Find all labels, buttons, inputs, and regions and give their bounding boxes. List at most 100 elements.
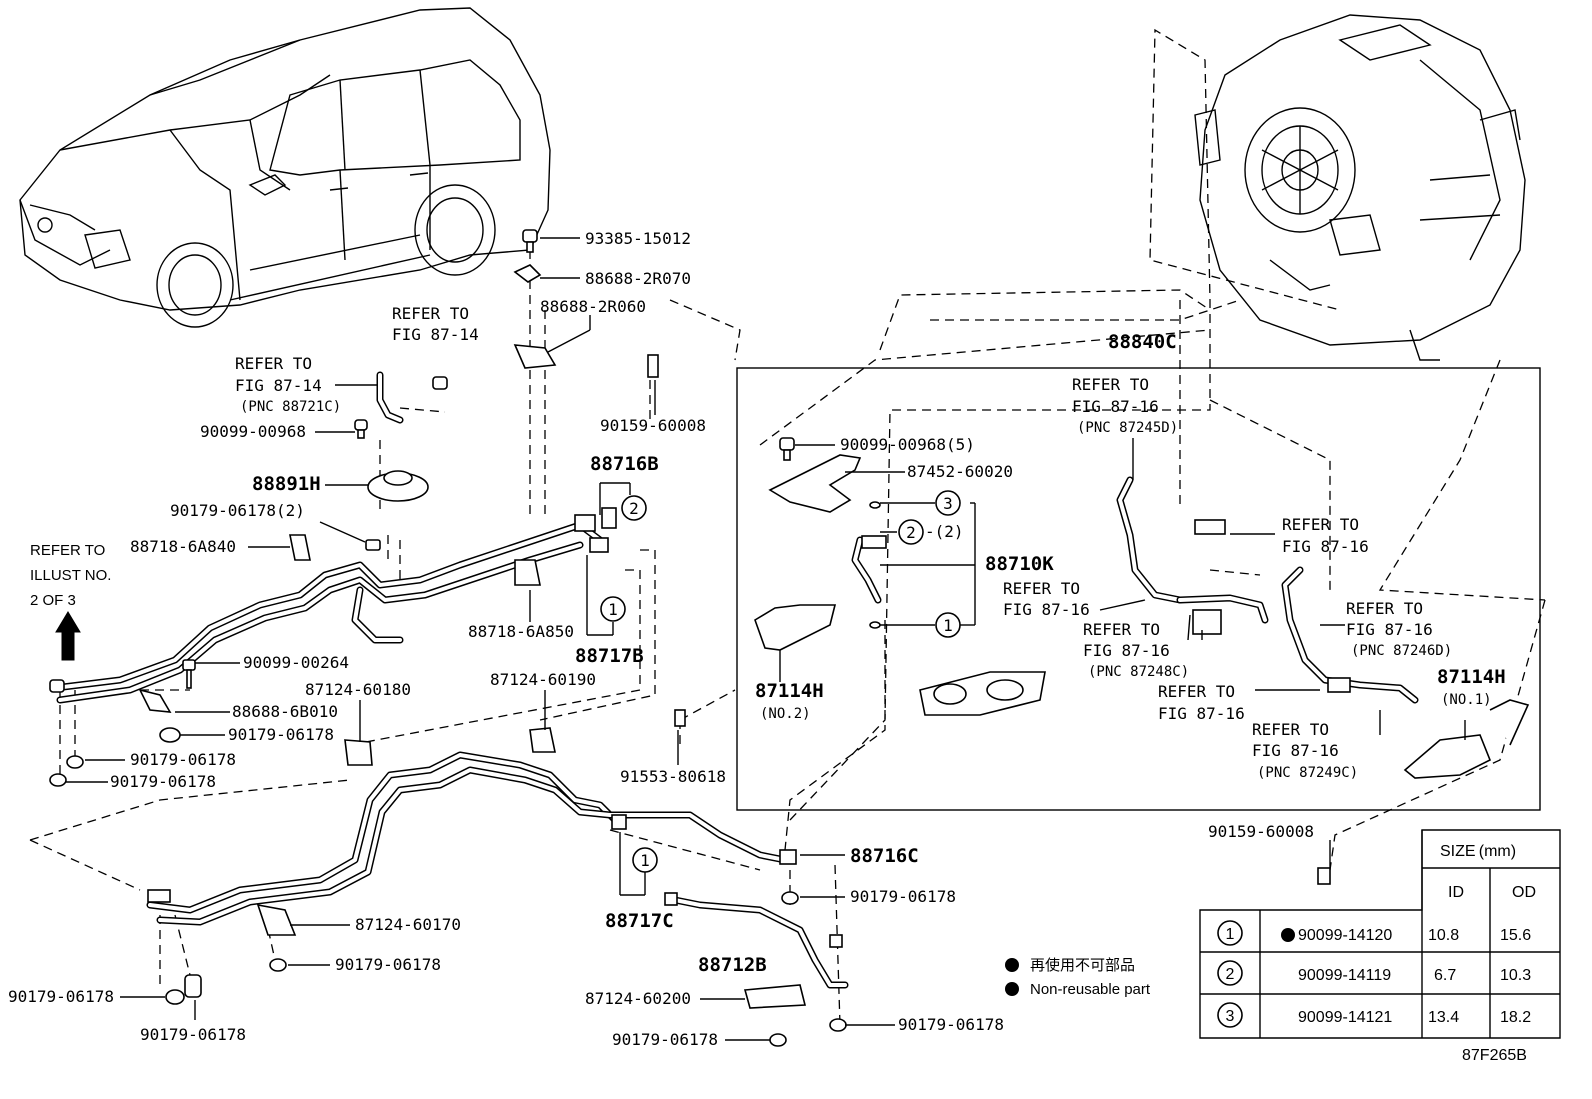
bullet-icon <box>1005 982 1019 996</box>
ref-fig-87-14-pnc[interactable]: REFER TO FIG 87-14 (PNC 88721C) <box>235 354 341 415</box>
up-arrow-icon <box>55 611 81 661</box>
label-88840c[interactable]: 88840C <box>1108 331 1177 353</box>
label-90179-06178-d[interactable]: 90179-06178 <box>850 887 956 906</box>
seal-part-number[interactable]: 90099-14121 <box>1298 1009 1392 1026</box>
seal-size-table: SIZE (mm) ID OD 1 90099-14120 10.8 15.6 … <box>1199 829 1561 1039</box>
svg-text:REFER TO: REFER TO <box>1282 515 1359 534</box>
label-91553-80618[interactable]: 91553-80618 <box>620 767 726 786</box>
svg-text:13.4: 13.4 <box>1428 1009 1459 1026</box>
ref-illust-2-of-3[interactable]: REFER TO ILLUST NO. 2 OF 3 <box>30 542 111 609</box>
ref-fig-87-16-right[interactable]: REFER TO FIG 87-16 <box>1282 515 1369 556</box>
svg-text:REFER TO: REFER TO <box>235 354 312 373</box>
svg-text:REFER TO: REFER TO <box>1346 599 1423 618</box>
seal-part-number[interactable]: 90099-14120 <box>1298 927 1392 944</box>
nonreusable-legend: 再使用不可部品 Non-reusable part <box>1005 957 1151 998</box>
label-88688-6b010[interactable]: 88688-6B010 <box>232 702 338 721</box>
label-88716c[interactable]: 88716C <box>850 845 919 867</box>
small-parts <box>49 229 1331 1047</box>
hvac-unit-illustration <box>1194 14 1526 361</box>
label-88717c[interactable]: 88717C <box>605 910 674 932</box>
label-90179-06178-f[interactable]: 90179-06178 <box>8 987 114 1006</box>
svg-text:(PNC 87246D): (PNC 87246D) <box>1351 643 1452 659</box>
label-90159-60008-bottom[interactable]: 90159-60008 <box>1208 822 1314 841</box>
svg-text:1: 1 <box>640 851 650 870</box>
label-88891h[interactable]: 88891H <box>252 473 321 495</box>
svg-text:(PNC 87245D): (PNC 87245D) <box>1077 420 1178 436</box>
svg-text:FIG 87-16: FIG 87-16 <box>1072 397 1159 416</box>
label-88688-2r070[interactable]: 88688-2R070 <box>585 269 691 288</box>
label-87114h-no1[interactable]: 87114H <box>1437 666 1506 688</box>
label-88718-6a850[interactable]: 88718-6A850 <box>468 622 574 641</box>
ref-fig-87-14-top[interactable]: REFER TO FIG 87-14 <box>392 304 479 344</box>
label-87452-60020[interactable]: 87452-60020 <box>907 462 1013 481</box>
label-90179-06178-i[interactable]: 90179-06178 <box>898 1015 1004 1034</box>
ref-fig-87-16-mid[interactable]: REFER TO FIG 87-16 <box>1003 579 1090 619</box>
label-90179-06178-h[interactable]: 90179-06178 <box>612 1030 718 1049</box>
ref-fig-87-16-pnc87248c[interactable]: REFER TO FIG 87-16 (PNC 87248C) <box>1083 620 1189 680</box>
svg-text:FIG 87-14: FIG 87-14 <box>235 376 322 395</box>
svg-text:1: 1 <box>1226 926 1235 943</box>
ref-fig-87-16-lower[interactable]: REFER TO FIG 87-16 <box>1158 682 1245 723</box>
svg-text:(PNC 87248C): (PNC 87248C) <box>1088 664 1189 680</box>
label-qty-2: -(2) <box>925 522 964 541</box>
svg-text:15.6: 15.6 <box>1500 927 1531 944</box>
svg-text:再使用不可部品: 再使用不可部品 <box>1030 957 1135 974</box>
svg-text:FIG 87-14: FIG 87-14 <box>392 325 479 344</box>
label-93385-15012[interactable]: 93385-15012 <box>585 229 691 248</box>
svg-text:3: 3 <box>943 494 953 513</box>
svg-text:2: 2 <box>906 523 916 542</box>
callout-3-88710k: 3 <box>935 490 961 516</box>
size-row-2: 2 90099-14119 6.7 10.3 <box>1217 960 1531 986</box>
seal-part-number[interactable]: 90099-14119 <box>1298 967 1391 984</box>
svg-text:1: 1 <box>608 600 618 619</box>
label-90099-00264[interactable]: 90099-00264 <box>243 653 349 672</box>
refrigerant-pipes <box>51 371 1419 989</box>
svg-text:ILLUST NO.: ILLUST NO. <box>30 567 111 584</box>
ref-fig-87-16-pnc87249c[interactable]: REFER TO FIG 87-16 (PNC 87249C) <box>1252 720 1358 781</box>
label-88716b[interactable]: 88716B <box>590 453 659 475</box>
svg-text:FIG 87-16: FIG 87-16 <box>1252 741 1339 760</box>
label-88710k[interactable]: 88710K <box>985 553 1054 575</box>
callout-2-88710k: 2 <box>898 519 924 545</box>
svg-text:Non-reusable part: Non-reusable part <box>1030 981 1151 998</box>
svg-text:2: 2 <box>629 499 639 518</box>
svg-text:REFER TO: REFER TO <box>1083 620 1160 639</box>
nonreusable-bullet-icon <box>1281 928 1295 942</box>
label-88717b[interactable]: 88717B <box>575 645 644 667</box>
label-87124-60200[interactable]: 87124-60200 <box>585 989 691 1008</box>
label-90179-06178-2[interactable]: 90179-06178(2) <box>170 501 305 520</box>
label-90179-06178-b[interactable]: 90179-06178 <box>130 750 236 769</box>
svg-text:2: 2 <box>1226 966 1235 983</box>
label-87124-60170[interactable]: 87124-60170 <box>355 915 461 934</box>
vehicle-illustration <box>19 7 551 328</box>
label-87124-60180[interactable]: 87124-60180 <box>305 680 411 699</box>
label-90179-06178-g[interactable]: 90179-06178 <box>140 1025 246 1044</box>
svg-text:REFER TO: REFER TO <box>1072 375 1149 394</box>
label-88712b[interactable]: 88712B <box>698 954 767 976</box>
leader-lines <box>66 237 1466 1041</box>
label-87124-60190[interactable]: 87124-60190 <box>490 670 596 689</box>
size-col-id: ID <box>1448 884 1464 901</box>
label-88718-6a840[interactable]: 88718-6A840 <box>130 537 236 556</box>
svg-text:REFER TO: REFER TO <box>1252 720 1329 739</box>
label-90179-06178-c[interactable]: 90179-06178 <box>110 772 216 791</box>
bullet-icon <box>1005 958 1019 972</box>
svg-text:3: 3 <box>1226 1008 1235 1025</box>
label-90099-00968-5[interactable]: 90099-00968(5) <box>840 435 975 454</box>
svg-text:1: 1 <box>943 616 953 635</box>
callout-1-88717c: 1 <box>632 847 658 873</box>
svg-text:(PNC 88721C): (PNC 88721C) <box>240 399 341 415</box>
size-table-title: SIZE (mm) <box>1440 843 1516 860</box>
label-88688-2r060[interactable]: 88688-2R060 <box>540 297 646 316</box>
label-90099-00968[interactable]: 90099-00968 <box>200 422 306 441</box>
ref-fig-87-16-pnc87246d[interactable]: REFER TO FIG 87-16 (PNC 87246D) <box>1346 599 1452 659</box>
size-row-1: 1 90099-14120 10.8 15.6 <box>1217 920 1531 946</box>
label-90179-06178-a[interactable]: 90179-06178 <box>228 725 334 744</box>
label-87114h-no2[interactable]: 87114H <box>755 680 824 702</box>
part-labels: 93385-15012 88688-2R070 88688-2R060 9015… <box>8 229 1506 1049</box>
label-90159-60008-top[interactable]: 90159-60008 <box>600 416 706 435</box>
label-90179-06178-e[interactable]: 90179-06178 <box>335 955 441 974</box>
ref-fig-87-16-pnc87245d[interactable]: REFER TO FIG 87-16 (PNC 87245D) <box>1072 375 1178 436</box>
install-dashed-lines <box>29 28 1546 1026</box>
